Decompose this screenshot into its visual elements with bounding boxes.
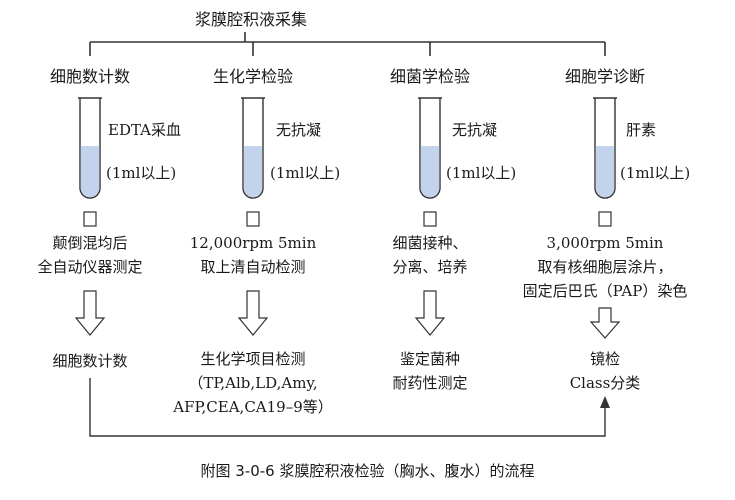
process-4-line-1: 3,000rpm 5min [546,234,664,252]
result-2-line-1: 生化学项目检测 [200,350,306,368]
process-3-line-2: 分离、培养 [392,258,468,276]
column-header-1: 细胞数计数 [49,67,130,86]
result-2-line-3: AFP,CEA,CA19–9等） [173,398,333,416]
shaft-small-3 [423,211,437,227]
volume-label-3: (1ml以上) [446,164,517,182]
shaft-small-1 [83,211,97,227]
tube-label-3: 无抗凝 [452,121,498,139]
block-arrow-3 [414,290,446,336]
process-1-line-1: 颠倒混均后 [52,234,128,252]
shaft-small-4 [598,211,612,227]
column-header-2: 生化学检验 [212,67,293,86]
result-4-line-2: Class分类 [569,374,641,392]
volume-label-2: (1ml以上) [270,164,341,182]
tube-label-1: EDTA采血 [108,121,181,139]
figure-caption: 附图 3-0-6 浆膜腔积液检验（胸水、腹水）的流程 [200,462,535,480]
result-2-line-2: （TP,Alb,LD,Amy, [188,374,318,392]
process-2-line-2: 取上清自动检测 [200,258,306,276]
tube-1 [78,97,102,199]
tube-4 [593,97,617,199]
volume-label-1: (1ml以上) [106,164,177,182]
result-3-line-1: 鉴定菌种 [399,350,460,368]
process-4-line-2: 取有核细胞层涂片， [537,258,673,276]
diagram-title: 浆膜腔积液采集 [195,10,308,29]
block-arrow-2 [237,290,269,336]
column-header-3: 细菌学检验 [389,67,470,86]
loop-arrowhead [600,396,610,408]
process-2-line-1: 12,000rpm 5min [189,234,317,252]
tube-2 [241,97,265,199]
block-arrow-4 [589,307,621,339]
process-1-line-2: 全自动仪器测定 [37,258,143,276]
result-4-line-1: 镜检 [589,350,620,368]
process-4-line-3: 固定后巴氏（PAP）染色 [522,282,688,300]
volume-label-4: (1ml以上) [620,164,691,182]
shaft-small-2 [246,211,260,227]
result-1-line-1: 细胞数计数 [52,352,128,370]
result-3-line-2: 耐药性测定 [392,374,468,392]
process-3-line-1: 细菌接种、 [392,234,468,252]
block-arrow-1 [74,290,106,336]
loop-line [89,378,606,437]
column-header-4: 细胞学诊断 [564,67,645,86]
tube-label-4: 肝素 [626,121,657,139]
tube-label-2: 无抗凝 [276,121,322,139]
tube-3 [418,97,442,199]
